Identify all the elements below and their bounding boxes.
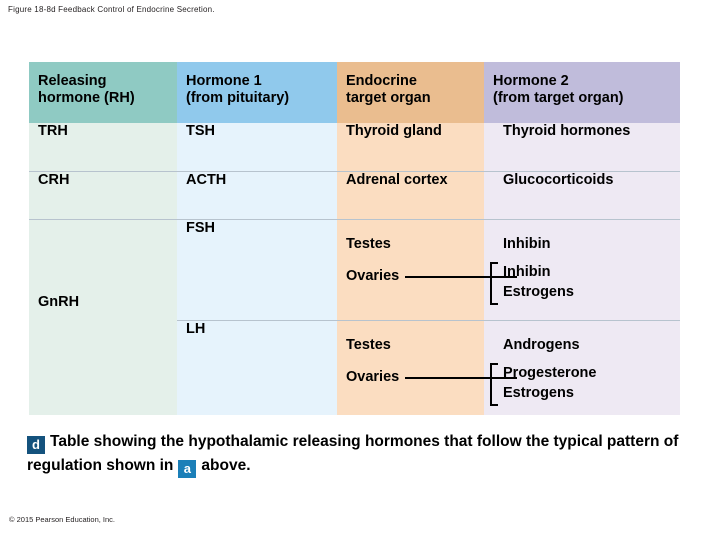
table-row: CRH ACTH Adrenal cortex Glucocorticoids — [29, 170, 680, 219]
cell-target-organ-ovaries: Ovaries — [346, 368, 400, 385]
cell-hormone-2-bracket-item-1: Progesterone — [503, 364, 597, 381]
cell-target-organ-testes: Testes — [346, 336, 391, 353]
hormone-table: Releasing hormone (RH) Hormone 1 (from p… — [29, 62, 680, 415]
cell-releasing-hormone-gnrh: GnRH — [29, 218, 177, 415]
column-header-line-2: (from target organ) — [493, 90, 624, 106]
column-header-releasing-hormone: Releasing hormone (RH) — [29, 62, 177, 123]
column-header-line-2: (from pituitary) — [186, 90, 290, 106]
bracket-connector-line — [405, 275, 517, 278]
column-header-endocrine-target-organ: Endocrine target organ — [337, 62, 484, 123]
caption-badge-a: a — [178, 460, 197, 478]
cell-hormone-2-group: Inhibin Inhibin Estrogens — [484, 218, 680, 320]
caption-text-before: Table showing the hypothalamic releasing… — [27, 433, 679, 474]
cell-hormone-2: Glucocorticoids — [484, 170, 680, 219]
figure-title: Figure 18-8d Feedback Control of Endocri… — [8, 5, 215, 14]
table-body: TRH TSH Thyroid gland Thyroid hormones C… — [29, 123, 680, 415]
cell-hormone-1: TSH — [177, 123, 337, 171]
cell-target-organ-testes: Testes — [346, 235, 391, 252]
cell-hormone-2-bracket-item-2: Estrogens — [503, 384, 574, 401]
table-header: Releasing hormone (RH) Hormone 1 (from p… — [29, 62, 680, 123]
column-header-hormone-2: Hormone 2 (from target organ) — [484, 62, 680, 123]
copyright-notice: © 2015 Pearson Education, Inc. — [9, 515, 116, 524]
column-header-line-1: Hormone 2 — [493, 73, 569, 89]
cell-hormone-2-bracket-item-2: Estrogens — [503, 283, 574, 300]
column-header-line-1: Hormone 1 — [186, 73, 262, 89]
column-header-line-2: hormone (RH) — [38, 90, 135, 106]
column-header-line-1: Releasing — [38, 73, 107, 89]
cell-releasing-hormone-label: GnRH — [38, 293, 80, 310]
grouping-bracket — [490, 261, 498, 305]
column-header-hormone-1: Hormone 1 (from pituitary) — [177, 62, 337, 123]
bracket-connector-line — [405, 376, 517, 379]
column-header-line-2: target organ — [346, 90, 431, 106]
hormone-table-container: Releasing hormone (RH) Hormone 1 (from p… — [29, 62, 680, 415]
grouping-bracket — [490, 362, 498, 406]
cell-target-organ: Adrenal cortex — [337, 170, 484, 219]
cell-hormone-1: LH — [177, 319, 337, 415]
table-row: TRH TSH Thyroid gland Thyroid hormones — [29, 123, 680, 171]
table-row: GnRH FSH Testes Ovaries Inhibin Inhibin — [29, 218, 680, 415]
cell-target-organ-ovaries: Ovaries — [346, 267, 400, 284]
cell-releasing-hormone: CRH — [29, 170, 177, 219]
table-header-row: Releasing hormone (RH) Hormone 1 (from p… — [29, 62, 680, 123]
cell-target-organ-group: Testes Ovaries — [337, 218, 517, 320]
cell-hormone-2-inhibin: Inhibin — [503, 235, 551, 252]
cell-hormone-2-bracket-item-1: Inhibin — [503, 263, 551, 280]
cell-target-organ: Thyroid gland — [337, 123, 484, 171]
cell-releasing-hormone: TRH — [29, 123, 177, 171]
caption-text-after: above. — [201, 457, 251, 474]
cell-hormone-2-androgens: Androgens — [503, 336, 580, 353]
cell-hormone-2: Thyroid hormones — [484, 123, 680, 171]
table-row: LH Testes Ovaries Androgens Progesterone… — [29, 319, 680, 415]
column-header-line-1: Endocrine — [346, 73, 417, 89]
caption-badge-d: d — [27, 436, 45, 454]
cell-target-organ-group: Testes Ovaries — [337, 319, 517, 415]
cell-hormone-2-group: Androgens Progesterone Estrogens — [484, 319, 680, 415]
cell-hormone-1: ACTH — [177, 170, 337, 219]
cell-hormone-1: FSH — [177, 218, 337, 320]
